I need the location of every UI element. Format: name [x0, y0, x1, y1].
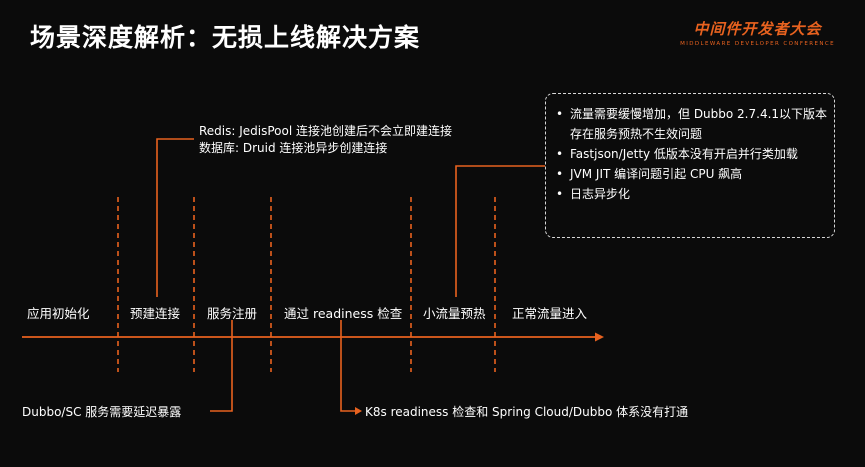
connector-warmup — [455, 165, 545, 297]
note-readiness: K8s readiness 检查和 Spring Cloud/Dubbo 体系没… — [365, 405, 689, 419]
warmup-issue-item: 日志异步化 — [556, 184, 824, 204]
warmup-issue-item: JVM JIT 编译问题引起 CPU 飙高 — [556, 164, 824, 184]
stage-label: 预建连接 — [130, 306, 181, 321]
page-title: 场景深度解析：无损上线解决方案 — [30, 23, 421, 52]
warmup-issue-item: 流量需要缓慢增加，但 Dubbo 2.7.4.1以下版本存在服务预热不生效问题 — [556, 104, 830, 144]
connector-register — [210, 320, 233, 412]
warmup-issue-item: Fastjson/Jetty 低版本没有开启并行类加载 — [556, 144, 824, 164]
conference-logo-subtitle: MIDDLEWARE DEVELOPER CONFERENCE — [680, 41, 835, 47]
note-preconnect-db: 数据库: Druid 连接池异步创建连接 — [199, 141, 388, 155]
stage-label: 小流量预热 — [423, 306, 486, 321]
conference-logo: 中间件开发者大会 MIDDLEWARE DEVELOPER CONFERENCE — [680, 18, 835, 47]
connector-readiness — [340, 320, 357, 412]
note-preconnect-redis: Redis: JedisPool 连接池创建后不会立即建连接 — [199, 124, 453, 138]
stage-label: 正常流量进入 — [512, 306, 588, 321]
stage-label: 服务注册 — [207, 306, 258, 321]
stage-label: 通过 readiness 检查 — [284, 306, 403, 321]
stage-label: 应用初始化 — [27, 306, 90, 321]
note-register: Dubbo/SC 服务需要延迟暴露 — [22, 405, 182, 419]
connector-preconnect — [156, 138, 194, 297]
connector-readiness-arrowhead — [355, 407, 362, 415]
conference-logo-name: 中间件开发者大会 — [693, 20, 822, 38]
warmup-issues-box: 流量需要缓慢增加，但 Dubbo 2.7.4.1以下版本存在服务预热不生效问题 … — [545, 93, 835, 238]
timeline-arrowhead — [595, 332, 604, 342]
